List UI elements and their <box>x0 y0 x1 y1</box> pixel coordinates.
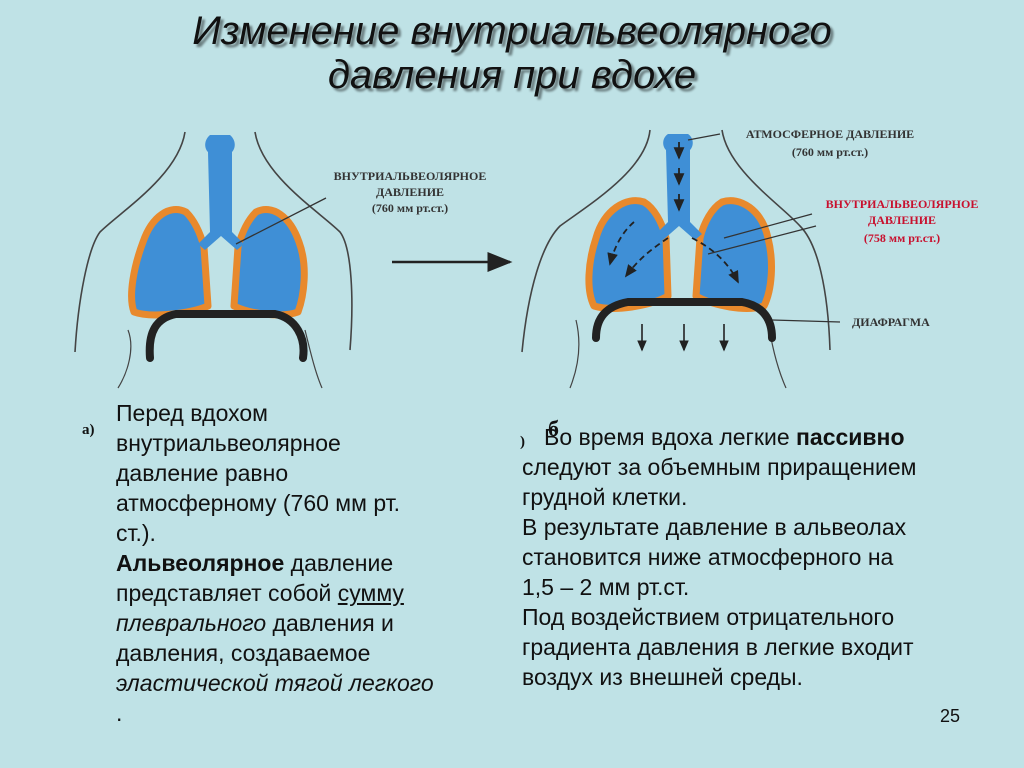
passive-sentence: Во время вдоха легкие пассивно <box>544 424 905 450</box>
atmospheric-pressure-label-line2: (760 мм рт.ст.) <box>792 145 868 159</box>
passive-bold-term: пассивно <box>796 424 905 450</box>
sum-underlined: сумму <box>337 580 404 606</box>
left-text-line: атмосферному (760 мм рт. <box>116 490 400 516</box>
left-text-line: ст.). <box>116 520 156 546</box>
right-description: Во время вдоха легкие пассивно следуют з… <box>522 422 1012 692</box>
right-text-line: становится ниже атмосферного на <box>522 544 894 570</box>
right-text-line: Под воздействием отрицательного <box>522 604 895 630</box>
right-text-line: воздух из внешней среды. <box>522 664 803 690</box>
diaphragm-label: ДИАФРАГМА <box>852 315 930 329</box>
right-text-line: грудной клетки. <box>522 484 688 510</box>
left-lung-right <box>585 197 672 312</box>
right-text-line: следуют за объемным приращением <box>522 454 917 480</box>
right-lung-right <box>692 197 775 312</box>
intra-alveolar-red-label-line2: ДАВЛЕНИЕ <box>868 213 936 227</box>
intra-alveolar-label-line1: ВНУТРИАЛЬВЕОЛЯРНОЕ <box>334 169 487 183</box>
left-lung-left <box>128 206 212 319</box>
left-text-line: давления, создаваемое <box>116 640 371 666</box>
left-text-line: внутриальвеолярное <box>116 430 341 456</box>
panel-b-glyph: б <box>548 416 559 441</box>
right-text-line: 1,5 – 2 мм рт.ст. <box>522 574 690 600</box>
page-number: 25 <box>940 706 961 726</box>
intra-alveolar-label-line2: ДАВЛЕНИЕ <box>376 185 444 199</box>
intra-alveolar-red-label-line3: (758 мм рт.ст.) <box>864 231 940 245</box>
left-text-line: Перед вдохом <box>116 400 268 426</box>
intra-alveolar-label-line3: (760 мм рт.ст.) <box>372 201 448 215</box>
torso-outline-right <box>521 129 651 353</box>
right-lung-left <box>230 206 308 319</box>
panel-b-marker: ) <box>520 434 525 450</box>
intra-alveolar-red-label-line1: ВНУТРИАЛЬВЕОЛЯРНОЕ <box>826 197 979 211</box>
lungs-before-inspiration: ВНУТРИАЛЬВЕОЛЯРНОЕ ДАВЛЕНИЕ (760 мм рт.с… <box>74 131 487 389</box>
lungs-diagram: ВНУТРИАЛЬВЕОЛЯРНОЕ ДАВЛЕНИЕ (760 мм рт.с… <box>74 127 979 389</box>
torso-outline-left <box>74 131 186 353</box>
trailing-dot: . <box>116 700 123 726</box>
lungs-during-inspiration: АТМОСФЕРНОЕ ДАВЛЕНИЕ (760 мм рт.ст.) ВНУ… <box>521 127 979 389</box>
diaphragm-left <box>145 310 308 362</box>
sum-sentence: представляет собой сумму <box>116 580 404 606</box>
slide-title-line1: Изменение внутриальвеолярного <box>192 9 832 53</box>
alveolar-bold-term: Альвеолярное <box>116 550 285 576</box>
left-description: Перед вдохом внутриальвеолярное давление… <box>116 398 496 728</box>
atmospheric-pressure-label-line1: АТМОСФЕРНОЕ ДАВЛЕНИЕ <box>746 127 914 141</box>
slide-title-line2: давления при вдохе <box>327 53 697 97</box>
panel-a-marker: а) <box>82 422 95 438</box>
diaphragm-right <box>592 298 776 342</box>
right-text-line: градиента давления в легкие входит <box>522 634 914 660</box>
trachea-left <box>198 135 244 250</box>
elastic-recoil-line: эластической тягой легкого <box>116 670 434 696</box>
left-text-line: давление равно <box>116 460 289 486</box>
pleural-sentence: плеврального давления и <box>116 610 394 636</box>
alveolar-sentence: Альвеолярное давление <box>116 550 394 576</box>
trachea-right <box>656 134 702 240</box>
pleural-italic: плеврального <box>116 610 267 636</box>
right-text-line: В результате давление в альвеолах <box>522 514 907 540</box>
